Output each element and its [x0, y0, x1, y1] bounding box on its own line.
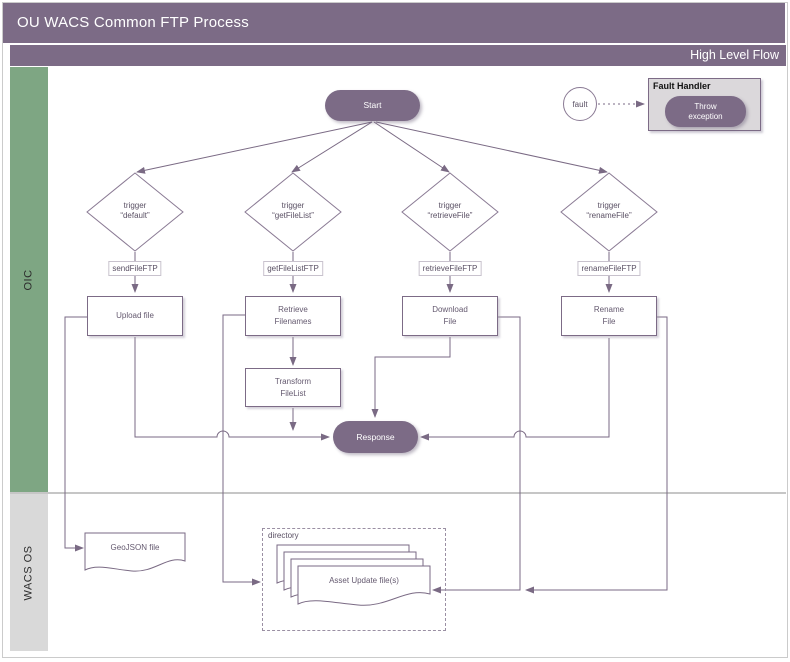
decision-renamefile-label: trigger “renameFile”	[561, 201, 657, 221]
trigger-value: “retrieveFile”	[427, 211, 473, 220]
edge-label-sendfileftp: sendFileFTP	[108, 261, 162, 276]
trigger-word: trigger	[281, 201, 305, 210]
fault-handler-title: Fault Handler	[653, 81, 711, 91]
process-line2: File	[602, 317, 616, 326]
decision-retrievefile-label: trigger “retrieveFile”	[402, 201, 498, 221]
lane-divider	[10, 492, 786, 494]
response-node: Response	[333, 421, 418, 453]
geojson-text: GeoJSON file	[110, 543, 160, 552]
transform-filelist-node: Transform FileList	[245, 368, 341, 407]
title-bar: OU WACS Common FTP Process	[3, 3, 785, 43]
start-node: Start	[325, 90, 420, 121]
trigger-word: trigger	[123, 201, 147, 210]
fault-event-node: fault	[563, 87, 597, 121]
asset-update-file-label: Asset Update file(s)	[298, 568, 430, 593]
geojson-file-label: GeoJSON file	[85, 535, 185, 560]
decision-getfilelist-label: trigger “getFileList”	[245, 201, 341, 221]
process-line1: Download	[432, 305, 468, 314]
lane-wacs-text: WACS OS	[23, 544, 36, 601]
trigger-value: “getFileList”	[272, 211, 314, 220]
chip-text: sendFileFTP	[112, 264, 158, 273]
chip-text: renameFileFTP	[581, 264, 637, 273]
throw-line1: Throw	[694, 101, 717, 111]
process-line1: Transform	[274, 376, 312, 386]
trigger-word: trigger	[597, 201, 621, 210]
throw-line2: exception	[688, 111, 723, 121]
directory-container: directory	[262, 528, 446, 631]
directory-label: directory	[268, 531, 299, 540]
trigger-word: trigger	[438, 201, 462, 210]
process-line1: Upload file	[116, 311, 154, 320]
edge-label-getfilelistftp: getFileListFTP	[263, 261, 323, 276]
start-label: Start	[363, 100, 382, 110]
response-label: Response	[356, 431, 395, 442]
process-line2: File	[443, 317, 457, 326]
phase-bar: High Level Flow	[10, 45, 786, 66]
trigger-value: “default”	[120, 211, 150, 220]
throw-exception-node: Throw exception	[665, 96, 746, 127]
process-line2: FileList	[280, 388, 306, 398]
process-line2: Filenames	[274, 317, 312, 326]
download-file-node: Download File	[402, 296, 498, 336]
retrieve-filenames-node: Retrieve Filenames	[245, 296, 341, 336]
edge-label-retrievefileftp: retrieveFileFTP	[418, 261, 482, 276]
asset-update-text: Asset Update file(s)	[329, 576, 399, 585]
lane-label-wacs-os: WACS OS	[10, 494, 48, 651]
phase-title: High Level Flow	[690, 48, 779, 62]
process-line1: Retrieve	[278, 305, 308, 314]
fault-handler-group: Fault Handler Throw exception	[648, 78, 761, 131]
fault-event-label: fault	[572, 99, 588, 109]
decision-default-label: trigger “default”	[87, 201, 183, 221]
lane-oic-text: OIC	[23, 268, 35, 291]
chip-text: retrieveFileFTP	[422, 264, 478, 273]
chip-text: getFileListFTP	[267, 264, 319, 273]
rename-file-node: Rename File	[561, 296, 657, 336]
trigger-value: “renameFile”	[586, 211, 632, 220]
process-line1: Rename	[593, 305, 625, 314]
edge-label-renamefileftp: renameFileFTP	[577, 261, 641, 276]
lane-label-oic: OIC	[10, 67, 48, 492]
upload-file-node: Upload file	[87, 296, 183, 336]
diagram-title: OU WACS Common FTP Process	[17, 14, 249, 31]
